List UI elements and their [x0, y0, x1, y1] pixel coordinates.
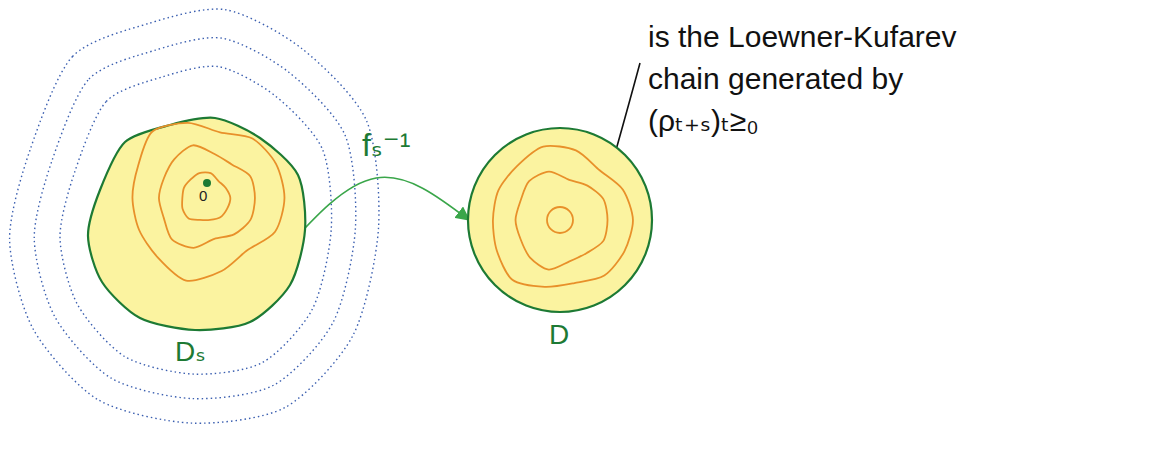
origin-label: 0: [199, 187, 207, 204]
dotted-contour: [10, 9, 379, 423]
disk-outline: [468, 128, 652, 312]
orange-contour: [516, 172, 608, 270]
note-text: is the Loewner-Kufarev chain generated b…: [648, 16, 1018, 142]
orange-contour: [182, 172, 230, 220]
orange-contour: [493, 146, 633, 287]
outer-domains: [10, 9, 379, 423]
orange-contour: [159, 145, 255, 248]
orange-contour: [547, 207, 573, 233]
dotted-contour: [34, 38, 356, 399]
origin-dot: [203, 179, 211, 187]
dotted-contour: [60, 66, 332, 374]
domain-blob: 0Dₛ: [80, 108, 315, 393]
domain-label: Dₛ: [175, 336, 206, 368]
domain-outline: [88, 118, 305, 330]
mapping-arrow: [283, 177, 469, 251]
unit-disk: D: [467, 127, 653, 357]
map-label: fₛ⁻¹: [362, 126, 410, 164]
domain-label: D: [549, 319, 569, 351]
leader-line: [616, 63, 640, 150]
orange-contour: [132, 123, 284, 281]
